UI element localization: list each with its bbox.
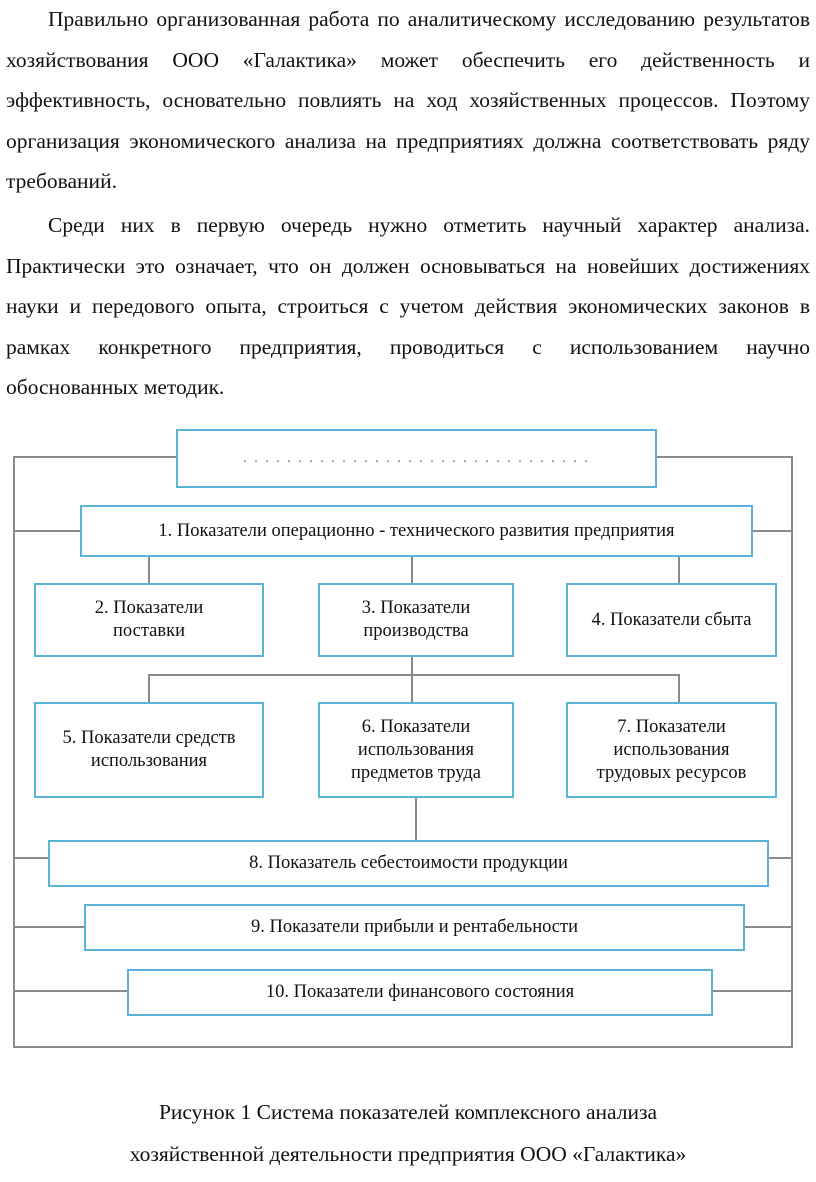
box-4-label: 4. Показатели сбыта <box>591 609 752 630</box>
box-financial-state-indicators: 10. Показатели финансового состояния <box>127 969 713 1016</box>
frame-right <box>791 456 793 1048</box>
box-labor-resources-indicators: 7. Показатели использования трудовых рес… <box>566 702 777 798</box>
box-3-label: 3. Показатели производства <box>361 598 471 641</box>
connector-b3-down <box>411 657 413 702</box>
box-1-label: 1. Показатели операционно - технического… <box>158 520 675 541</box>
box-8-label: 8. Показатель себестоимости продукции <box>249 853 568 873</box>
body-paragraph-2: Среди них в первую очередь нужно отметит… <box>6 213 810 399</box>
connector-left-b10 <box>13 990 127 992</box>
connector-to-b7 <box>678 674 680 702</box>
connector-to-b5 <box>148 674 150 702</box>
box-sales-indicators: 4. Показатели сбыта <box>566 583 777 657</box>
figure-caption-line-2: хозяйственной деятельности предприятия О… <box>129 1142 687 1166</box>
frame-left <box>13 456 15 1048</box>
box-5-label: 5. Показатели средств использования <box>62 728 236 771</box>
connector-left-b8 <box>13 857 48 859</box>
box-operational-technical-indicators: 1. Показатели операционно - технического… <box>80 505 753 557</box>
box-assets-usage-indicators: 5. Показатели средств использования <box>34 702 264 798</box>
connector-b1-b3 <box>411 556 413 583</box>
box-6-label: 6. Показатели использования предметов тр… <box>351 716 481 783</box>
frame-bottom <box>13 1046 793 1048</box>
box-2-label: 2. Показатели поставки <box>94 598 204 641</box>
connector-right-b9 <box>744 926 793 928</box>
frame-top-left <box>13 456 177 458</box>
connector-right-b8 <box>769 857 793 859</box>
connector-row3-horizontal <box>148 674 680 676</box>
connector-b1-b2 <box>148 556 150 583</box>
connector-left-b9 <box>13 926 84 928</box>
box-labor-objects-indicators: 6. Показатели использования предметов тр… <box>318 702 514 798</box>
connector-left-b1 <box>13 530 80 532</box>
box-cost-indicator: 8. Показатель себестоимости продукции <box>48 840 769 887</box>
connector-b6-b8 <box>415 798 417 840</box>
box-9-label: 9. Показатели прибыли и рентабельности <box>250 917 579 937</box>
box-supply-indicators: 2. Показатели поставки <box>34 583 264 657</box>
box-10-label: 10. Показатели финансового состояния <box>265 982 575 1002</box>
figure-caption-line-1: Рисунок 1 Система показателей комплексно… <box>158 1100 658 1124</box>
connector-right-b10 <box>713 990 793 992</box>
connector-b1-b4 <box>678 556 680 583</box>
top-box-dots: . . . . . . . . . . . . . . . . . . . . … <box>243 451 590 466</box>
box-7-label: 7. Показатели использования трудовых рес… <box>596 716 747 783</box>
connector-right-b1 <box>752 530 793 532</box>
frame-top-right <box>656 456 792 458</box>
top-box-placeholder: . . . . . . . . . . . . . . . . . . . . … <box>176 429 657 488</box>
box-profit-indicators: 9. Показатели прибыли и рентабельности <box>84 904 745 951</box>
body-paragraph-1: Правильно организованная работа по анали… <box>6 7 810 193</box>
box-production-indicators: 3. Показатели производства <box>318 583 514 657</box>
